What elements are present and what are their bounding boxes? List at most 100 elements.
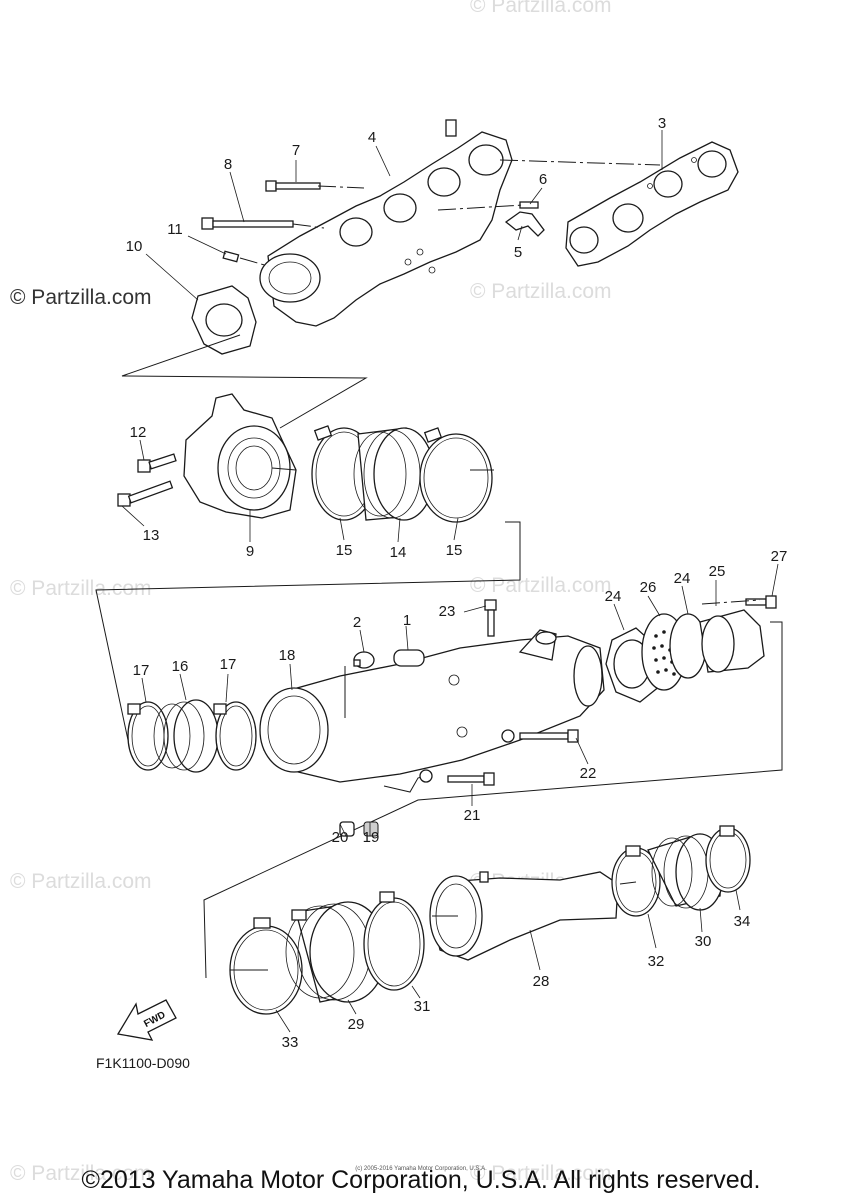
watermark-faint: © Partzilla.com — [10, 577, 152, 600]
callout-17-second: 17 — [220, 656, 237, 673]
end-cap-25 — [699, 609, 765, 673]
callout-25: 25 — [709, 563, 726, 580]
callout-12: 12 — [130, 424, 147, 441]
muffler-outlet — [573, 645, 603, 707]
alignment-line — [499, 159, 661, 166]
alignment-line — [239, 257, 269, 267]
callout-31: 31 — [414, 998, 431, 1015]
watermark-faint: © Partzilla.com — [470, 0, 612, 17]
callout-7: 7 — [292, 142, 300, 159]
alignment-line — [292, 223, 325, 229]
collar-19 — [363, 821, 379, 837]
group-connector — [95, 521, 521, 741]
callout-21: 21 — [464, 807, 481, 824]
bolt-27 — [745, 595, 777, 609]
pipe-9-outlet-inner — [227, 437, 281, 499]
watermark-group: © Partzilla.com © Partzilla.com © Partzi… — [10, 0, 612, 1185]
bolt-21 — [447, 772, 495, 786]
pipe-9-outlet — [217, 425, 291, 511]
callout-33: 33 — [282, 1034, 299, 1051]
gasket-port — [612, 203, 644, 233]
callout-2: 2 — [353, 614, 361, 631]
callout-32: 32 — [648, 953, 665, 970]
small-print: (c) 2005-2016 Yamaha Motor Corporation, … — [355, 1166, 487, 1172]
bracket-hole — [501, 729, 515, 743]
bolt-23 — [484, 599, 497, 637]
muffler-18 — [261, 635, 605, 783]
hose-clamp-17 — [127, 701, 169, 771]
manifold-boss — [404, 258, 412, 266]
callout-4: 4 — [368, 129, 376, 146]
callout-labels: 1 2 3 4 5 6 7 8 9 10 11 12 13 14 15 15 1… — [126, 115, 788, 1051]
callout-10: 10 — [126, 238, 143, 255]
callout-24: 24 — [605, 588, 622, 605]
manifold-gasket-3 — [565, 141, 739, 267]
watermark-faint: © Partzilla.com — [10, 1162, 152, 1185]
callout-23: 23 — [439, 603, 456, 620]
muffler-inlet — [259, 687, 329, 773]
muffler-nipple — [448, 674, 460, 686]
gasket-10-port — [205, 303, 243, 337]
outlet-pipe-28 — [429, 871, 619, 961]
callout-13: 13 — [143, 527, 160, 544]
alignment-line — [317, 185, 365, 189]
manifold-outlet — [259, 253, 321, 303]
bolt-22 — [519, 729, 579, 743]
bracket-hole — [419, 769, 433, 783]
grommet-20 — [339, 821, 355, 837]
callout-26: 26 — [640, 579, 657, 596]
callout-3: 3 — [658, 115, 666, 132]
group-connector — [121, 334, 368, 429]
muffler-inlet-inner — [267, 695, 321, 765]
callout-8: 8 — [224, 156, 232, 173]
callout-18: 18 — [279, 647, 296, 664]
diagram-code: F1K1100-D090 — [96, 1055, 190, 1071]
gasket-hole — [647, 183, 653, 189]
manifold-boss — [428, 266, 436, 274]
callout-15-second: 15 — [446, 542, 463, 559]
exhaust-pipe-group — [117, 393, 494, 523]
callout-30: 30 — [695, 933, 712, 950]
callout-29: 29 — [348, 1016, 365, 1033]
hose-clamp-33 — [229, 917, 303, 1015]
callout-28: 28 — [533, 973, 550, 990]
manifold-port — [339, 217, 373, 247]
fitting-5 — [504, 211, 545, 237]
callout-1: 1 — [403, 612, 411, 629]
dowel-11 — [222, 250, 240, 263]
gasket-port — [697, 150, 727, 178]
leader — [619, 881, 637, 885]
callout-15: 15 — [336, 542, 353, 559]
pin-6 — [519, 201, 539, 209]
callout-19: 19 — [363, 829, 380, 846]
copyright-footer: ©2013 Yamaha Motor Corporation, U.S.A. A… — [82, 1166, 761, 1194]
muffler-boss-top — [535, 631, 557, 645]
bolt-13 — [117, 480, 174, 507]
manifold-outlet-inner — [268, 261, 312, 295]
muffler-group — [127, 595, 777, 837]
manifold-port — [383, 193, 417, 223]
callout-9: 9 — [246, 543, 254, 560]
manifold-port — [468, 144, 504, 176]
leader — [271, 467, 297, 471]
callout-24-second: 24 — [674, 570, 691, 587]
outlet-pipe-group — [229, 825, 751, 1015]
watermark-faint: © Partzilla.com — [10, 870, 152, 893]
hose-16 — [153, 699, 219, 773]
callout-20: 20 — [332, 829, 349, 846]
hose-clamp-34 — [705, 825, 751, 893]
alignment-line — [701, 599, 761, 605]
callout-6: 6 — [539, 171, 547, 188]
watermark-faint: © Partzilla.com — [470, 1162, 612, 1185]
hose-clamp-17 — [213, 701, 257, 771]
hose-14 — [353, 427, 435, 521]
callout-34: 34 — [734, 913, 751, 930]
hose-clamp-31 — [363, 891, 425, 991]
callout-17: 17 — [133, 662, 150, 679]
watermark-faint: © Partzilla.com — [470, 574, 612, 597]
exhaust-manifold-group — [191, 119, 739, 355]
hose-1 — [393, 649, 425, 667]
watermark-main: © Partzilla.com — [10, 286, 152, 309]
group-connector — [203, 621, 783, 979]
